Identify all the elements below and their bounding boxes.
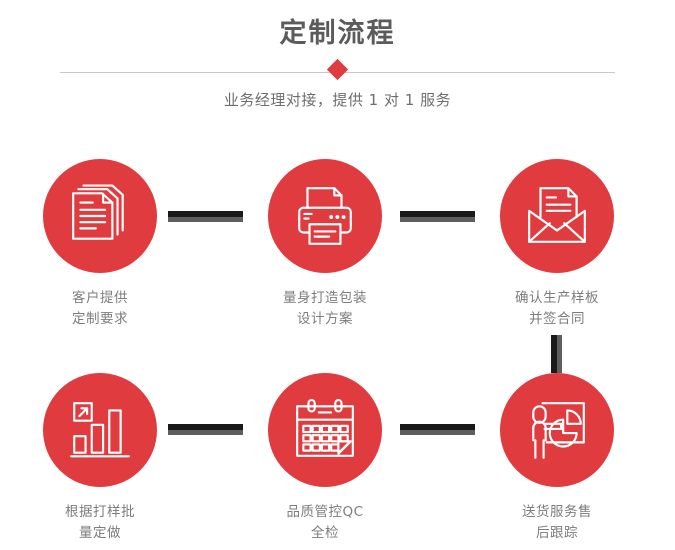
connector-bar-dark [400, 211, 475, 217]
step-item-6[interactable]: 送货服务售 后跟踪 [477, 373, 637, 544]
step-6-label: 送货服务售 后跟踪 [522, 504, 592, 541]
step-1-label: 客户提供 定制要求 [72, 290, 128, 327]
documents-stack-icon [72, 184, 124, 240]
bar-chart-growth-icon [70, 402, 130, 458]
step-item-2[interactable]: 量身打造包装 设计方案 [245, 159, 405, 330]
header-subtitle: 业务经理对接，提供 1 对 1 服务 [223, 91, 452, 109]
printer-icon [298, 187, 352, 245]
step-5-circle[interactable] [268, 373, 382, 487]
step-item-3[interactable]: 确认生产样板 并签合同 [477, 159, 637, 330]
connector-bar-dark [400, 424, 475, 430]
step-item-5[interactable]: 品质管控QC 全检 [245, 373, 405, 544]
connector-step3-step6 [551, 335, 562, 373]
step-4-label: 根据打样批 量定做 [65, 504, 135, 541]
step-3-label: 确认生产样板 并签合同 [515, 290, 599, 327]
step-2-circle[interactable] [268, 159, 382, 273]
step-2-label: 量身打造包装 设计方案 [283, 290, 367, 327]
step-item-1[interactable]: 客户提供 定制要求 [20, 159, 180, 330]
connector-bar-gray [168, 430, 243, 435]
connector-bar-gray [557, 335, 562, 373]
step-4-circle[interactable] [43, 373, 157, 487]
step-1-circle[interactable] [43, 159, 157, 273]
page-title: 定制流程 [279, 18, 396, 49]
connector-step2-step3 [400, 211, 475, 222]
connector-bar-gray [400, 430, 475, 435]
step-5-label: 品质管控QC 全检 [286, 504, 364, 541]
header: 定制流程 业务经理对接，提供 1 对 1 服务 [0, 0, 675, 130]
presentation-person-icon [532, 402, 585, 459]
connector-bar-dark [168, 424, 243, 430]
connector-bar-dark [168, 211, 243, 217]
connector-bar-gray [400, 217, 475, 222]
envelope-letter-icon [528, 187, 586, 243]
connector-step5-step6 [400, 424, 475, 435]
connector-step1-step2 [168, 211, 243, 222]
diamond-ornament-icon [326, 58, 349, 81]
step-3-circle[interactable] [500, 159, 614, 273]
connector-bar-dark [551, 335, 557, 373]
connector-step4-step5 [168, 424, 243, 435]
step-6-circle[interactable] [500, 373, 614, 487]
step-item-4[interactable]: 根据打样批 量定做 [20, 373, 180, 544]
connector-bar-gray [168, 217, 243, 222]
calendar-check-icon [296, 399, 354, 457]
